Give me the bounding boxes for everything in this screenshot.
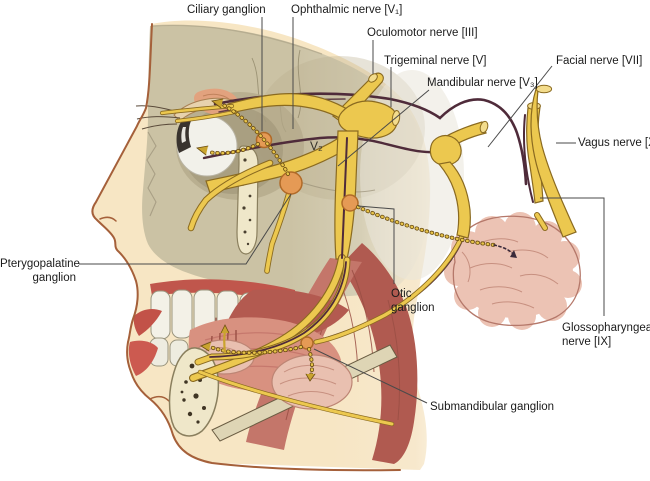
chain-to-sublingual [200,341,303,355]
parasympathetic-fiber-chains [196,98,517,382]
nostril-line [99,216,170,402]
greater-petrosal-arc [213,92,528,186]
parotid-gland [444,212,582,330]
parasympathetic-ganglia [255,131,359,350]
label-submandibular-ganglion: Submandibular ganglion [430,401,555,413]
label-line: Otic [391,288,412,300]
lower-lip [128,340,158,376]
facial-profile-line [91,23,401,472]
cranium-outline [151,24,323,55]
chain-otic-to-parotid [356,205,517,258]
arrowhead [196,145,209,156]
otic-ganglion-shape [341,194,359,212]
label-otic-ganglion: Otic ganglion [391,287,434,316]
leader-pterygopalatine [79,193,292,265]
parotid-lobules [461,238,559,309]
leader-lines [79,17,605,404]
label-line: Pterygopalatine [0,258,80,270]
label-trigeminal-nerve: Trigeminal nerve [V] [384,55,487,67]
label-mandibular-nerve: Mandibular nerve [V₃] [427,77,538,89]
pterygopalatine-ganglion-shape [279,171,303,195]
parotid-outline [452,215,581,327]
leader-mandibular [337,89,430,167]
cornea-highlight [181,127,186,143]
leader-otic [357,205,395,284]
arrowhead [211,98,224,109]
label-oculomotor-nerve: Oculomotor nerve [III] [367,27,478,39]
chain-submandibular-to-gland [305,347,316,382]
label-line: ganglion [32,272,76,285]
label-ciliary-ganglion: Ciliary ganglion [187,4,266,16]
tongue-up-arrow [220,324,230,354]
leader-glossopharyngeal [540,197,605,316]
nerve-branches [187,159,466,427]
facial-nerve-shape [429,120,489,239]
palatine-bone-column [236,145,259,255]
label-ophthalmic-nerve: Ophthalmic nerve [V₁] [291,4,403,16]
tube-shadow-line [523,114,534,203]
arrowhead [220,324,230,334]
label-glossopharyngeal-nerve: Glossopharyngeal nerve [IX] [562,321,650,350]
cranial-nerves-yellow [159,72,577,427]
label-line: Glossopharyngeal [562,322,650,334]
label-vagus-nerve: Vagus nerve [X] [578,137,650,149]
label-line: ganglion [391,302,435,315]
upper-lip [133,308,162,336]
chain-pterygopalatine-to-lacrimal [211,98,290,176]
arrowhead [305,373,316,382]
label-line: nerve [IX] [562,336,612,349]
arrowhead-dark [510,250,517,258]
chain-ciliary-to-eye [196,142,260,156]
vagus-nerve-shape [530,84,577,238]
label-facial-nerve: Facial nerve [VII] [556,55,643,67]
label-v2: V₂ [310,139,323,153]
leader-submandibular [313,348,428,404]
label-pterygopalatine-ganglion: Pterygopalatine ganglion [0,257,80,286]
arrowhead [200,341,212,352]
leader-facial [487,65,553,148]
